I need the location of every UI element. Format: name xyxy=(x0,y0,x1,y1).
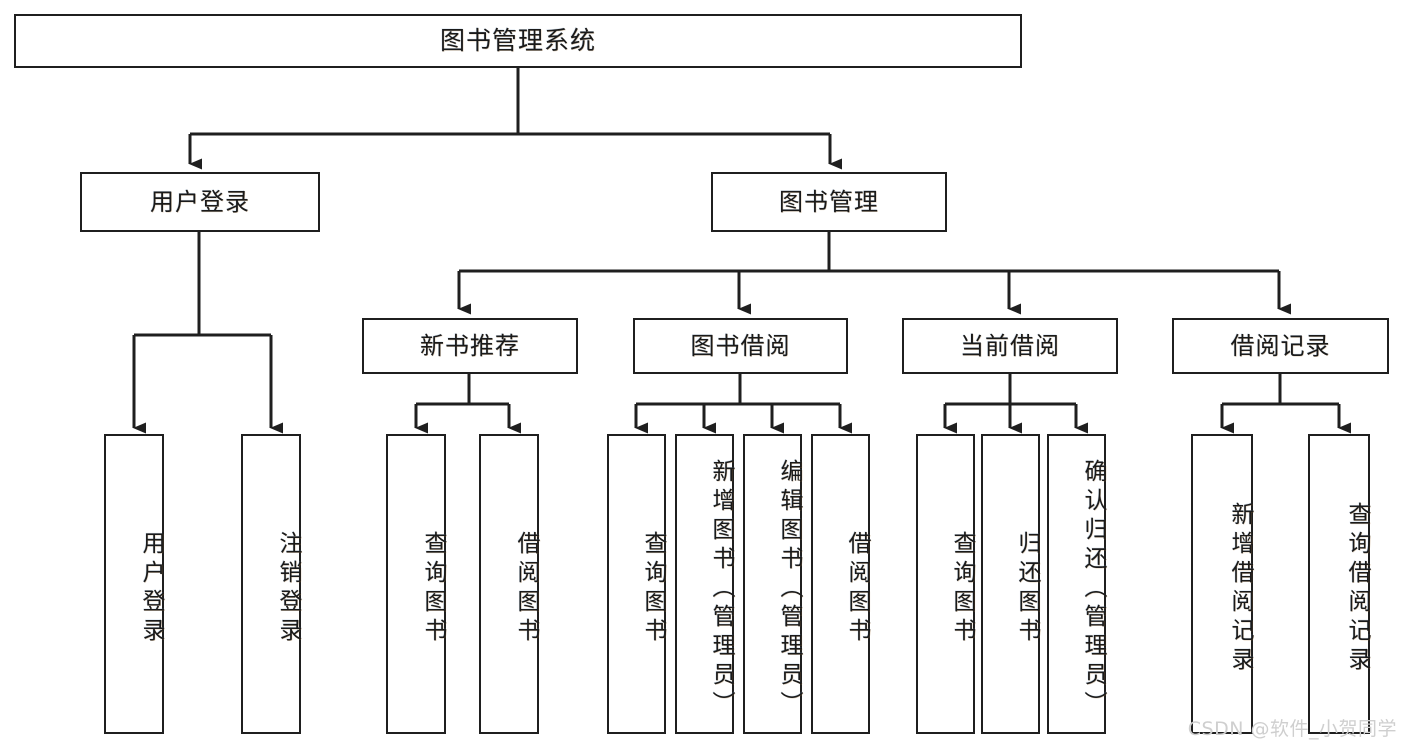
node-root-book-management-system[interactable]: 图书管理系统 xyxy=(14,14,1022,68)
node-leaf-add-borrow-record[interactable]: 新增借阅记录 xyxy=(1191,434,1253,734)
node-label: 归还图书 xyxy=(1014,531,1040,647)
watermark-text: CSDN @软件_小贺同学 xyxy=(1187,718,1397,740)
node-label: 新增图书（管理员） xyxy=(708,458,734,720)
node-label: 用户登录 xyxy=(150,187,250,216)
node-label: 当前借阅 xyxy=(960,331,1060,360)
node-leaf-borrow-book-2[interactable]: 借阅图书 xyxy=(811,434,870,734)
node-new-book-recommend[interactable]: 新书推荐 xyxy=(362,318,578,374)
node-label: 借阅图书 xyxy=(513,531,539,647)
node-leaf-query-book-2[interactable]: 查询图书 xyxy=(607,434,666,734)
node-user-login[interactable]: 用户登录 xyxy=(80,172,320,232)
node-label: 借阅记录 xyxy=(1230,331,1331,360)
node-label: 查询图书 xyxy=(949,531,975,647)
node-leaf-add-book-admin[interactable]: 新增图书（管理员） xyxy=(675,434,734,734)
node-label: 确认归还（管理员） xyxy=(1080,458,1106,720)
node-leaf-edit-book-admin[interactable]: 编辑图书（管理员） xyxy=(743,434,802,734)
node-leaf-query-book-3[interactable]: 查询图书 xyxy=(916,434,975,734)
node-leaf-confirm-return-admin[interactable]: 确认归还（管理员） xyxy=(1047,434,1106,734)
node-label: 借阅图书 xyxy=(844,531,870,647)
node-borrow-record[interactable]: 借阅记录 xyxy=(1172,318,1389,374)
node-label: 注销登录 xyxy=(275,531,301,647)
node-book-management[interactable]: 图书管理 xyxy=(711,172,947,232)
node-leaf-return-book[interactable]: 归还图书 xyxy=(981,434,1040,734)
node-label: 图书管理系统 xyxy=(439,26,596,56)
node-current-borrow[interactable]: 当前借阅 xyxy=(902,318,1118,374)
node-label: 新增借阅记录 xyxy=(1227,502,1253,676)
node-leaf-query-book-1[interactable]: 查询图书 xyxy=(386,434,446,734)
node-leaf-logout-login[interactable]: 注销登录 xyxy=(241,434,301,734)
node-leaf-query-borrow-record[interactable]: 查询借阅记录 xyxy=(1308,434,1370,734)
node-label: 用户登录 xyxy=(138,531,164,647)
node-book-borrow[interactable]: 图书借阅 xyxy=(633,318,848,374)
node-label: 编辑图书（管理员） xyxy=(776,458,802,720)
node-label: 查询图书 xyxy=(420,531,446,647)
node-label: 查询图书 xyxy=(640,531,666,647)
node-label: 图书借阅 xyxy=(690,331,791,360)
node-label: 查询借阅记录 xyxy=(1344,502,1370,676)
node-leaf-borrow-book-1[interactable]: 借阅图书 xyxy=(479,434,539,734)
node-label: 图书管理 xyxy=(779,187,879,216)
node-label: 新书推荐 xyxy=(420,331,520,360)
node-leaf-user-login[interactable]: 用户登录 xyxy=(104,434,164,734)
